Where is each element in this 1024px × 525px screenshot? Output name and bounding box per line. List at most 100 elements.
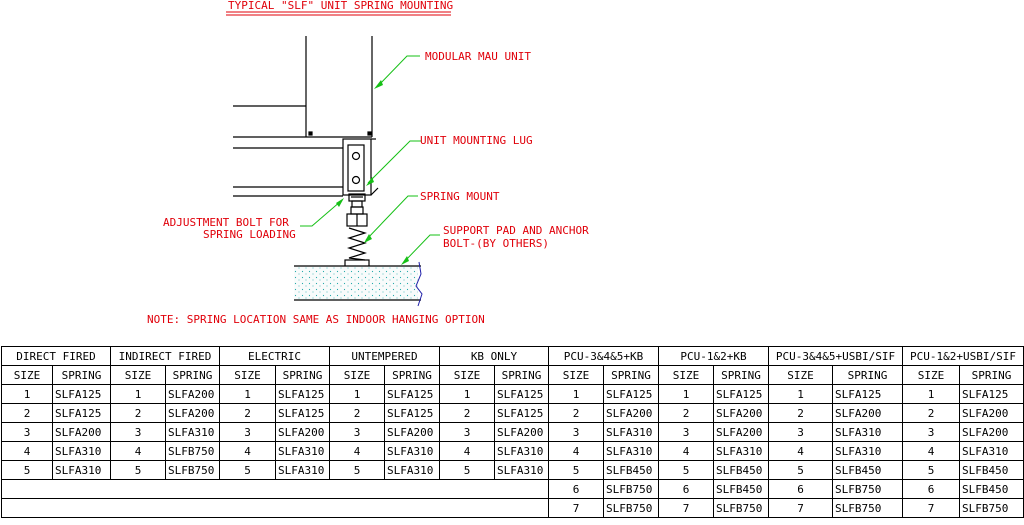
size-cell: 4	[1, 441, 53, 461]
spring-cell: SLFA125	[52, 403, 111, 423]
support-pad	[294, 261, 423, 307]
spring-cell: SLFA200	[494, 422, 549, 442]
size-cell: 6	[768, 479, 833, 499]
spring-cell: SLFA310	[384, 460, 440, 480]
leader-adjustment-bolt	[300, 200, 342, 227]
size-cell: 4	[439, 441, 495, 461]
leader-support-pad	[403, 234, 440, 263]
size-cell: 3	[439, 422, 495, 442]
leader-mounting-lug	[367, 140, 421, 184]
size-cell: 1	[658, 384, 714, 404]
size-cell: 3	[329, 422, 385, 442]
spring-cell: SLFB750	[832, 498, 903, 518]
spring-assembly	[344, 193, 370, 268]
spring-cell: SLFA310	[52, 441, 111, 461]
size-cell: 3	[219, 422, 276, 442]
size-cell: 4	[329, 441, 385, 461]
label-spring-mount: SPRING MOUNT	[420, 190, 500, 203]
drawing-title: TYPICAL "SLF" UNIT SPRING MOUNTING	[228, 0, 453, 12]
size-header: SIZE	[1, 365, 53, 385]
spring-cell: SLFA200	[384, 422, 440, 442]
spring-header: SPRING	[52, 365, 111, 385]
spring-mounting-drawing: TYPICAL "SLF" UNIT SPRING MOUNTING	[147, 0, 589, 326]
size-cell: 5	[658, 460, 714, 480]
size-cell: 1	[110, 384, 166, 404]
group-header: ELECTRIC	[219, 346, 330, 366]
size-cell: 3	[768, 422, 833, 442]
spring-cell: SLFB750	[832, 479, 903, 499]
size-cell: 2	[110, 403, 166, 423]
size-header: SIZE	[329, 365, 385, 385]
size-cell: 2	[548, 403, 604, 423]
size-cell: 5	[548, 460, 604, 480]
spring-header: SPRING	[384, 365, 440, 385]
size-cell: 3	[902, 422, 960, 442]
spring-cell: SLFA310	[52, 460, 111, 480]
spring-header: SPRING	[165, 365, 220, 385]
spring-cell: SLFA125	[384, 403, 440, 423]
spring-cell: SLFA125	[603, 384, 659, 404]
label-support-line2: BOLT-(BY OTHERS)	[443, 237, 549, 250]
spring-header: SPRING	[832, 365, 903, 385]
mounting-lug	[342, 138, 379, 196]
spring-cell: SLFA125	[384, 384, 440, 404]
spring-cell: SLFA310	[384, 441, 440, 461]
size-cell: 6	[548, 479, 604, 499]
spring-cell: SLFA200	[713, 422, 769, 442]
spring-cell: SLFB450	[959, 479, 1024, 499]
size-cell: 2	[439, 403, 495, 423]
size-cell: 7	[548, 498, 604, 518]
size-cell: 2	[1, 403, 53, 423]
spring-header: SPRING	[603, 365, 659, 385]
spring-cell: SLFA310	[603, 441, 659, 461]
size-cell: 1	[1, 384, 53, 404]
size-cell: 3	[1, 422, 53, 442]
empty-cell	[1, 498, 549, 518]
spring-cell: SLFA310	[603, 422, 659, 442]
spring-cell: SLFB450	[713, 479, 769, 499]
size-cell: 1	[768, 384, 833, 404]
spring-cell: SLFA125	[494, 403, 549, 423]
size-cell: 3	[658, 422, 714, 442]
spring-cell: SLFA310	[275, 441, 330, 461]
size-cell: 4	[902, 441, 960, 461]
size-cell: 2	[219, 403, 276, 423]
spring-cell: SLFB750	[603, 479, 659, 499]
spring-cell: SLFB750	[959, 498, 1024, 518]
group-header: PCU-3&4&5+USBI/SIF	[768, 346, 903, 366]
spring-cell: SLFA200	[959, 422, 1024, 442]
spring-cell: SLFA125	[713, 384, 769, 404]
empty-cell	[1, 479, 549, 499]
spring-cell: SLFA310	[275, 460, 330, 480]
size-cell: 3	[110, 422, 166, 442]
size-cell: 7	[902, 498, 960, 518]
size-header: SIZE	[768, 365, 833, 385]
size-cell: 5	[1, 460, 53, 480]
spring-cell: SLFA200	[603, 403, 659, 423]
spring-cell: SLFA310	[494, 441, 549, 461]
spring-cell: SLFA310	[832, 441, 903, 461]
size-cell: 5	[110, 460, 166, 480]
spring-cell: SLFB750	[165, 441, 220, 461]
spring-cell: SLFB450	[959, 460, 1024, 480]
size-cell: 5	[902, 460, 960, 480]
size-header: SIZE	[439, 365, 495, 385]
size-cell: 3	[548, 422, 604, 442]
size-cell: 5	[768, 460, 833, 480]
group-header: PCU-1&2+USBI/SIF	[902, 346, 1024, 366]
group-header: PCU-1&2+KB	[658, 346, 769, 366]
size-cell: 5	[439, 460, 495, 480]
spring-cell: SLFA200	[832, 403, 903, 423]
spring-cell: SLFA200	[713, 403, 769, 423]
spring-header: SPRING	[494, 365, 549, 385]
spring-cell: SLFA125	[832, 384, 903, 404]
size-cell: 1	[902, 384, 960, 404]
spring-cell: SLFA310	[494, 460, 549, 480]
spring-cell: SLFA310	[832, 422, 903, 442]
